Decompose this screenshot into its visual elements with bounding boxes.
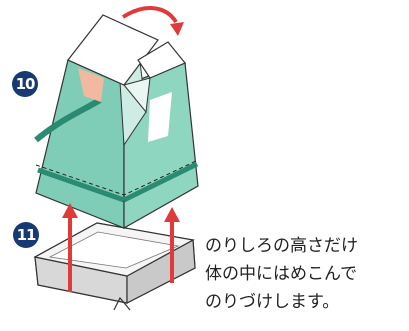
up-arrow-icon bbox=[62, 203, 78, 292]
instruction-caption: のりしろの高さだけ 体の中にはめこんで のりづけします。 bbox=[205, 232, 405, 316]
caption-line: のりしろの高さだけ bbox=[205, 236, 358, 256]
caption-line: 体の中にはめこんで bbox=[205, 264, 358, 284]
step-number-badge: 11 bbox=[13, 222, 39, 248]
curved-rotate-arrow-icon bbox=[121, 6, 184, 36]
box-body bbox=[34, 14, 199, 230]
step-number-badge: 10 bbox=[12, 71, 38, 97]
base-tray bbox=[33, 222, 196, 311]
up-arrow-icon bbox=[164, 207, 180, 283]
caption-line: のりづけします。 bbox=[205, 292, 340, 312]
